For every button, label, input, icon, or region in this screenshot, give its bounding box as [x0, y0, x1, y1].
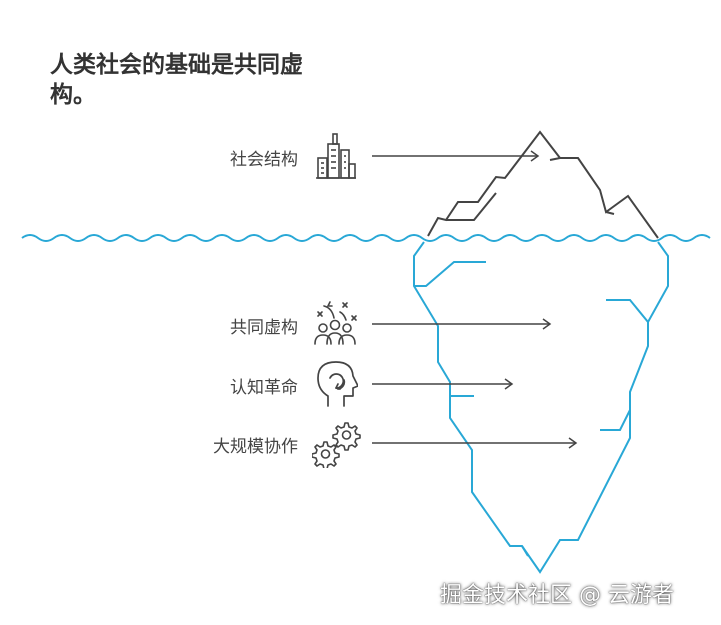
watermark: 掘金技术社区 @ 云游者	[440, 583, 674, 608]
waterline	[21, 234, 711, 242]
label-social-structure: 社会结构	[230, 150, 298, 170]
iceberg-underwater	[413, 241, 669, 574]
city-buildings-icon	[316, 133, 356, 179]
iceberg-tip	[427, 130, 659, 239]
label-large-scale-cooperation: 大规模协作	[213, 437, 298, 457]
arrows	[372, 150, 578, 449]
diagram-title: 人类社会的基础是共同虚构。	[50, 52, 303, 108]
group-ideas-icon	[314, 301, 357, 345]
brain-head-icon	[317, 361, 358, 407]
label-shared-fiction: 共同虚构	[230, 318, 298, 338]
gears-icon	[312, 422, 361, 468]
label-cognitive-revolution: 认知革命	[230, 378, 298, 398]
